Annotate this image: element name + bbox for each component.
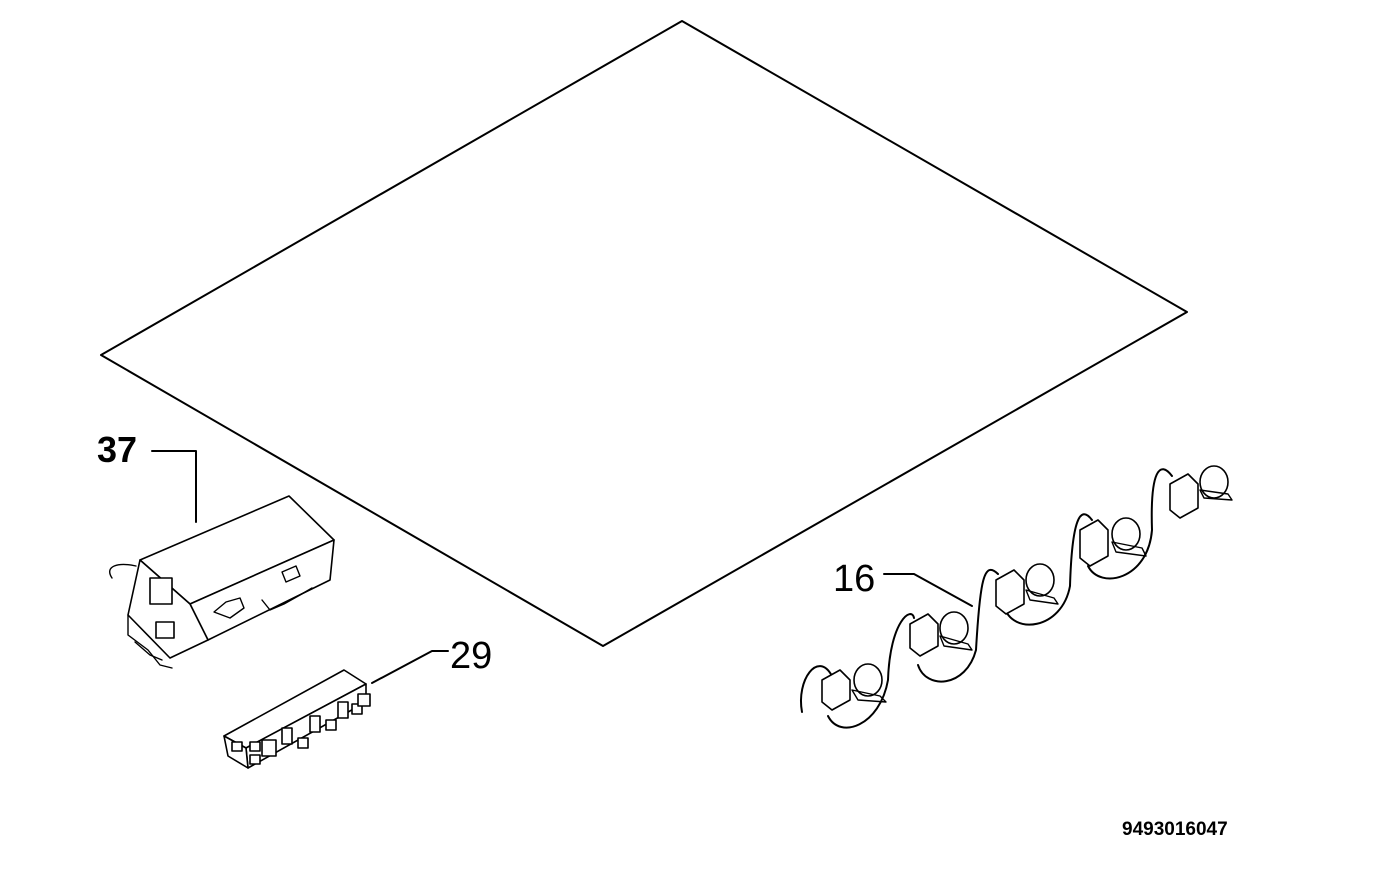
hob-glass-panel (100, 20, 1188, 647)
spark-generator-part-29 (223, 669, 371, 769)
callout-29: 29 (450, 635, 493, 677)
document-number: 9493016047 (1122, 819, 1228, 840)
ignition-switch-harness-part-16 (800, 465, 1233, 729)
control-unit-part-37 (109, 495, 335, 669)
callout-16: 16 (833, 558, 876, 600)
leader-line-29 (371, 650, 449, 684)
callout-37: 37 (97, 429, 138, 470)
leader-line-16 (883, 573, 973, 607)
leader-line-37 (151, 450, 197, 523)
